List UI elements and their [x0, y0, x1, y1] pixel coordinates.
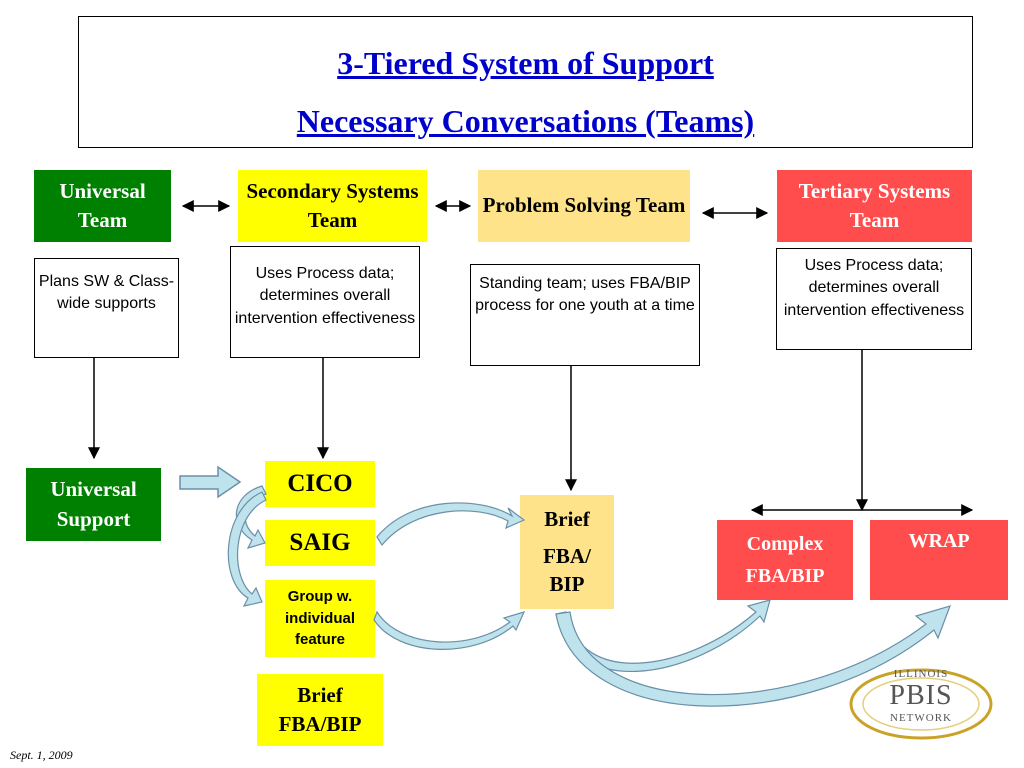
- title-line-2: Necessary Conversations (Teams): [296, 103, 755, 139]
- universal-description: Plans SW & Class-wide supports: [34, 258, 179, 358]
- title-line-1: 3-Tiered System of Support: [337, 45, 714, 81]
- group-individual-feature-box: Group w. individual feature: [265, 580, 375, 657]
- universal-support-box: Universal Support: [26, 468, 161, 541]
- fba-label: FBA/: [543, 544, 591, 569]
- logo-text-network: NETWORK: [890, 712, 952, 724]
- block-arrow-to-cico: [179, 465, 242, 499]
- cico-box: CICO: [265, 461, 375, 507]
- brief-fba-bip-problem-solving-box: Brief FBA/ BIP: [520, 495, 614, 609]
- complex-fba-bip-box: Complex FBA/BIP: [717, 520, 853, 600]
- complex-fba-bip-label: FBA/BIP: [745, 565, 825, 587]
- brief-label: Brief: [544, 507, 590, 532]
- illinois-pbis-network-logo: ILLINOIS PBIS NETWORK: [846, 660, 996, 742]
- problem-solving-description: Standing team; uses FBA/BIP process for …: [470, 264, 700, 366]
- footer-date: Sept. 1, 2009: [10, 748, 73, 762]
- curve-arrow-cico-group: [227, 491, 267, 607]
- curve-arrow-group-brief: [373, 610, 526, 650]
- logo-swoosh-icon: [849, 668, 993, 740]
- bip-label: BIP: [549, 571, 585, 596]
- brief-fba-bip-box: Brief FBA/BIP: [257, 674, 383, 746]
- tertiary-systems-team-box: Tertiary Systems Team: [777, 170, 972, 242]
- universal-team-box: Universal Team: [34, 170, 171, 242]
- curve-arrow-brief-wrap: [555, 605, 951, 707]
- curve-arrow-saig-brief: [376, 502, 526, 547]
- logo-text-illinois: ILLINOIS: [893, 668, 949, 680]
- title-box: 3-Tiered System of Support Necessary Con…: [78, 16, 973, 148]
- secondary-description: Uses Process data; determines overall in…: [230, 246, 420, 358]
- problem-solving-team-box: Problem Solving Team: [478, 170, 690, 242]
- logo-text-pbis: PBIS: [889, 680, 953, 711]
- wrap-box: WRAP: [870, 520, 1008, 600]
- saig-box: SAIG: [265, 520, 375, 566]
- complex-label: Complex: [746, 533, 824, 555]
- tertiary-description: Uses Process data; determines overall in…: [776, 248, 972, 350]
- secondary-systems-team-box: Secondary Systems Team: [238, 170, 427, 242]
